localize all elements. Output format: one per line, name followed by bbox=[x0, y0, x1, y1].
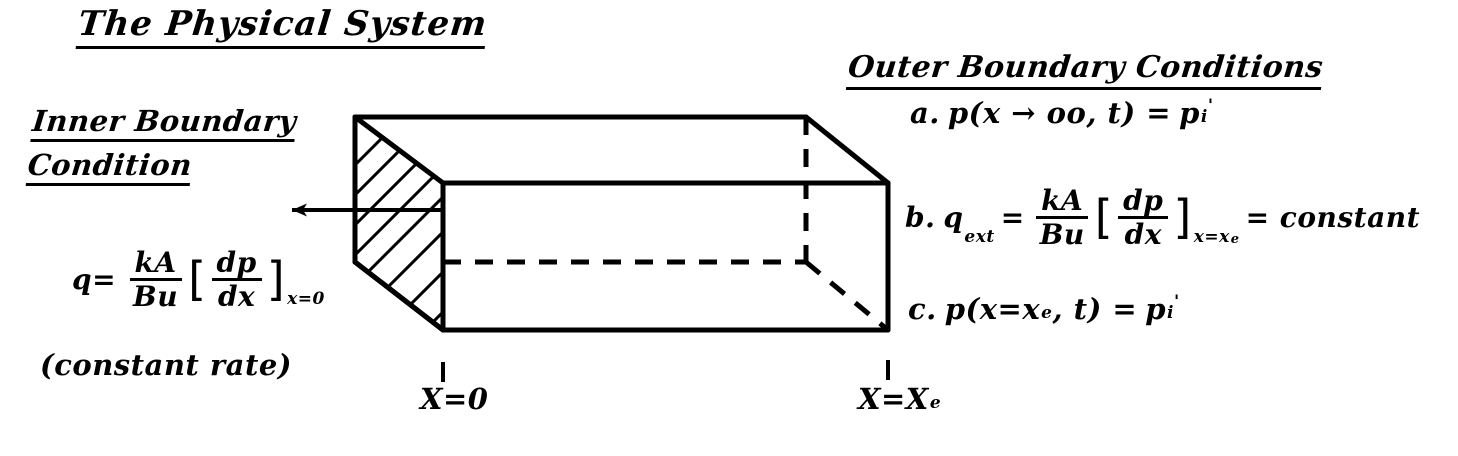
outer-condition-c-rhs-subscript: i bbox=[1166, 303, 1174, 323]
outer-b-bracket-close: ] bbox=[1173, 190, 1192, 245]
axis-label-x-e-subscript: e bbox=[929, 393, 942, 413]
inner-boundary-note: (constant rate) bbox=[40, 348, 293, 382]
inner-eq-bracket-open: [ bbox=[188, 252, 207, 307]
outer-b-coefficient-fraction: kA Bu bbox=[1035, 186, 1090, 250]
outer-condition-c-rhs: p bbox=[1145, 292, 1166, 326]
outer-condition-c-subscript: e bbox=[1041, 303, 1053, 323]
outer-condition-b-lhs: q bbox=[943, 201, 964, 235]
outer-condition-a-rhs: p bbox=[1179, 96, 1200, 130]
inner-eq-coef-denominator: Bu bbox=[133, 280, 179, 314]
inner-boundary-equation: q= kA Bu [ dp dx ] x=0 bbox=[72, 248, 325, 312]
outer-b-derivative-numerator: dp bbox=[1118, 186, 1169, 220]
page-title: The Physical System bbox=[75, 4, 489, 49]
outer-condition-a-rhs-subscript: i bbox=[1200, 107, 1208, 127]
inlet-face-hatched bbox=[352, 114, 446, 333]
inner-eq-derivative-fraction: dp dx bbox=[211, 248, 262, 314]
outer-condition-a: a. p(x → oo, t) = p i ' bbox=[910, 96, 1214, 130]
outer-b-subscript-sub: e bbox=[1230, 231, 1240, 247]
inner-boundary-heading-line1: Inner Boundary bbox=[30, 104, 298, 142]
inner-eq-bracket-close: ] bbox=[266, 252, 286, 307]
outer-condition-b: b. q ext = kA Bu [ dp dx ] x=x e = const… bbox=[905, 186, 1420, 250]
inner-eq-coef-numerator: kA bbox=[129, 248, 182, 282]
outer-b-bracket-open: [ bbox=[1094, 190, 1114, 245]
axis-label-x-zero: X=0 bbox=[420, 382, 489, 416]
hidden-edges-dashed bbox=[443, 117, 890, 332]
outer-condition-b-label: b. bbox=[905, 201, 936, 235]
outer-condition-c-text-a: p(x=x bbox=[944, 292, 1041, 326]
box-visible-edges bbox=[352, 114, 891, 333]
inner-eq-derivative-denominator: dx bbox=[217, 280, 256, 314]
outer-condition-b-equals: = bbox=[1000, 201, 1025, 235]
outer-condition-c: c. p(x=x e , t) = p i ' bbox=[908, 292, 1180, 326]
outer-boundary-heading: Outer Boundary Conditions bbox=[845, 50, 1325, 90]
outer-condition-c-label: c. bbox=[908, 292, 937, 326]
inner-boundary-heading-line2: Condition bbox=[25, 148, 194, 186]
outer-b-coef-numerator: kA bbox=[1036, 186, 1089, 220]
inner-eq-lhs: q= bbox=[72, 263, 117, 297]
outer-b-coef-denominator: Bu bbox=[1039, 218, 1085, 252]
outer-b-derivative-fraction: dp dx bbox=[1118, 186, 1169, 252]
outer-b-derivative-denominator: dx bbox=[1124, 218, 1162, 252]
outer-condition-c-text-b: , t) = bbox=[1052, 292, 1138, 326]
outer-b-tail: = constant bbox=[1245, 201, 1420, 235]
inner-eq-subscript: x=0 bbox=[287, 288, 325, 309]
outer-condition-a-text: p(x → oo, t) = bbox=[947, 96, 1172, 130]
inner-boundary-heading: Inner Boundary Condition bbox=[25, 104, 298, 186]
axis-label-x-e-base: X=X bbox=[858, 382, 929, 416]
inner-eq-coefficient-fraction: kA Bu bbox=[128, 248, 183, 312]
axis-ticks bbox=[441, 360, 890, 382]
outer-condition-a-rhs-prime: ' bbox=[1207, 96, 1214, 116]
axis-label-x-e: X=X e bbox=[858, 382, 941, 416]
inner-eq-derivative-numerator: dp bbox=[211, 248, 262, 282]
outer-condition-b-lhs-subscript: ext bbox=[964, 226, 995, 247]
outer-condition-c-rhs-prime: ' bbox=[1173, 292, 1180, 312]
outer-b-subscript: x=x bbox=[1193, 226, 1230, 247]
outer-condition-a-label: a. bbox=[910, 96, 940, 130]
